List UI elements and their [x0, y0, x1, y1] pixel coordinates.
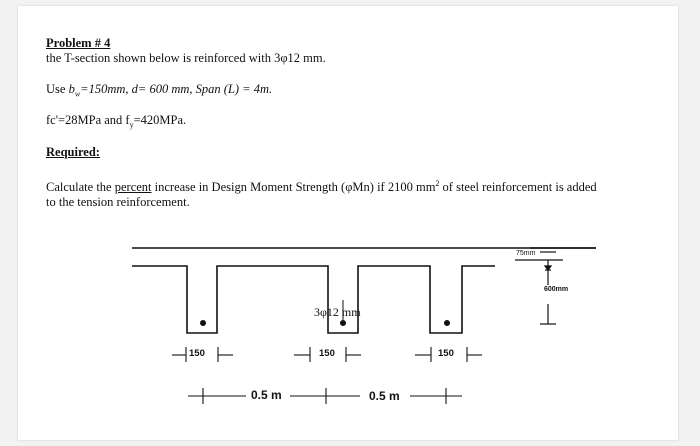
spacing-label-1: 0.5 m [251, 388, 282, 402]
given-fy-sub: y [129, 120, 134, 130]
web-width-dims [172, 347, 482, 362]
given-rest: =150mm, d= 600 mm, Span (L) = 4m. [80, 82, 273, 96]
page [18, 6, 678, 440]
given-bw-sub: w [74, 89, 81, 99]
depth-dimension [515, 251, 563, 325]
calc-post: of steel reinforcement is added [439, 180, 597, 195]
given-fc: fc'=28MPa and f [46, 113, 130, 127]
spacing-dims [188, 388, 462, 404]
given-dimensions: Use bw=150mm, d= 600 mm, Span (L) = 4m. [46, 82, 272, 99]
required-heading: Required: [46, 145, 100, 159]
given-use: Use [46, 82, 69, 96]
rebar-dot-1 [200, 320, 206, 326]
web-width-label-2: 150 [319, 348, 335, 359]
calc-percent: percent [114, 180, 152, 195]
given-fy: =420MPa. [133, 113, 187, 127]
problem-heading: Problem # 4 [46, 36, 111, 50]
calc-sup: 2 [435, 179, 440, 188]
slab-thickness-label: 75mm [516, 250, 536, 257]
rebar-dot-2 [340, 320, 346, 326]
rebar-label: 3φ12 mm [314, 305, 361, 319]
rebar-dot-3 [444, 320, 450, 326]
web-width-label-3: 150 [438, 348, 454, 359]
calc-line2: to the tension reinforcement. [46, 195, 190, 210]
calc-mid: increase in Design Moment Strength (φMn)… [151, 180, 436, 195]
depth-label: 600mm [544, 286, 569, 293]
required-text: Calculate the percent increase in Design… [46, 176, 666, 210]
given-bw: b [68, 82, 75, 96]
web-width-label-1: 150 [189, 348, 205, 359]
problem-intro: the T-section shown below is reinforced … [46, 51, 326, 65]
given-materials: fc'=28MPa and fy=420MPa. [46, 113, 186, 130]
t-section-outline [132, 265, 495, 334]
spacing-label-2: 0.5 m [369, 389, 400, 403]
calc-pre: Calculate the [46, 180, 115, 195]
